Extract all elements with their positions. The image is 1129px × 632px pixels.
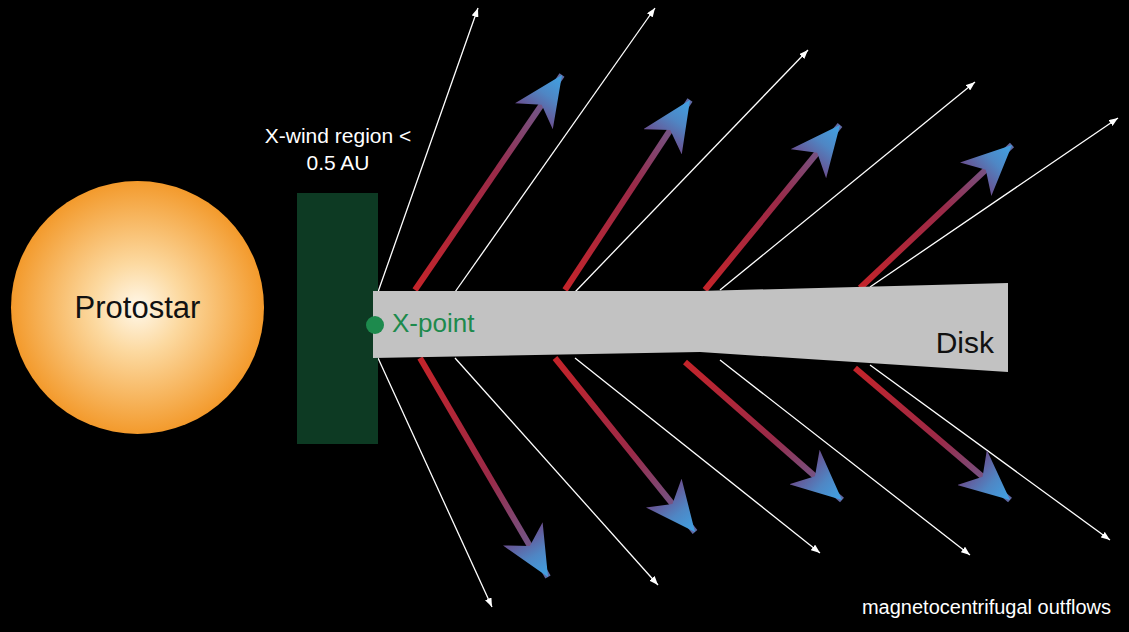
figure-note: magnetocentrifugal outflows bbox=[862, 596, 1111, 619]
field-line bbox=[870, 118, 1118, 287]
field-line bbox=[575, 358, 820, 553]
field-line bbox=[870, 365, 1110, 540]
outflow-arrow bbox=[420, 358, 548, 577]
x-wind-band bbox=[297, 193, 378, 444]
outflow-arrow bbox=[855, 368, 1010, 500]
x-point-dot bbox=[366, 316, 384, 334]
outflow-arrow bbox=[565, 100, 690, 290]
disk-wedge bbox=[373, 283, 1008, 372]
region-heading: X-wind region < 0.5 AU bbox=[255, 122, 421, 177]
outflow-arrow bbox=[860, 145, 1012, 288]
outflow-arrow bbox=[555, 358, 695, 532]
field-line bbox=[720, 82, 975, 290]
x-point-label: X-point bbox=[392, 308, 474, 339]
protostar-circle: Protostar bbox=[10, 180, 265, 435]
outflow-arrow bbox=[705, 125, 840, 290]
node-title: Disk bbox=[936, 326, 994, 360]
field-line bbox=[378, 358, 492, 607]
node-title: Protostar bbox=[75, 290, 201, 326]
field-line bbox=[455, 8, 655, 292]
x-wind-region: X-wind region < 0.5 AU bbox=[255, 122, 421, 444]
field-line bbox=[378, 8, 478, 292]
field-line bbox=[575, 50, 808, 292]
field-line bbox=[720, 360, 970, 555]
star-disc bbox=[11, 181, 264, 434]
outflow-arrow bbox=[685, 362, 842, 500]
outflow-arrow bbox=[415, 75, 562, 290]
